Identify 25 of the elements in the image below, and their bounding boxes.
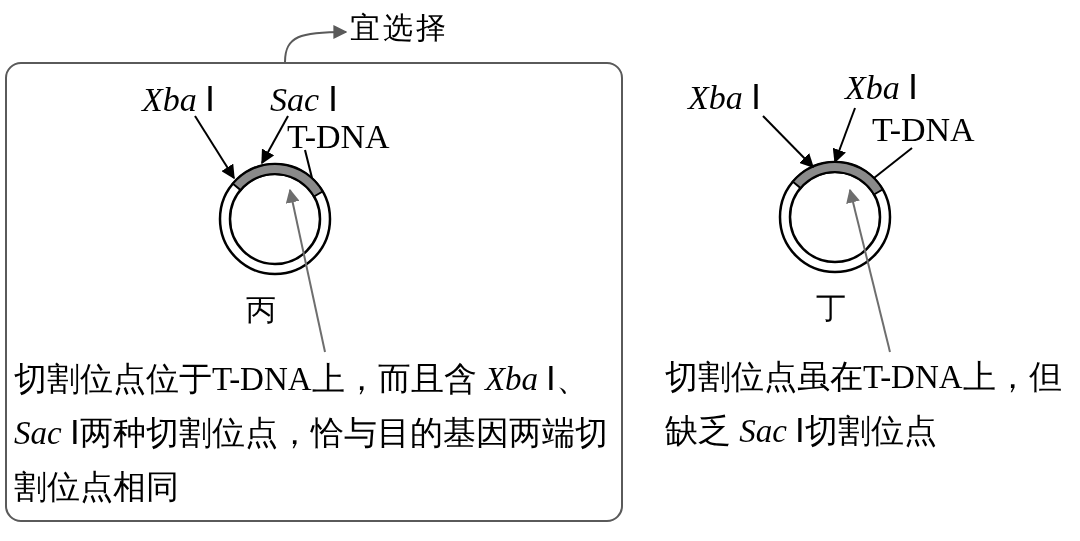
description-text: 切割位点位于T-DNA上，而且含 Xba Ⅰ、Sac Ⅰ两种切割位点，恰与目的基因两端切割位点相同: [14, 352, 618, 517]
panel-box: [5, 62, 623, 522]
t-dna-segment: [791, 160, 887, 197]
site-label: T-DNA: [287, 117, 462, 157]
plasmid-label: 丙: [246, 292, 276, 328]
leader-line: [873, 147, 913, 179]
t-dna-segment: [231, 162, 327, 199]
choice-label: 宜选择: [350, 8, 475, 48]
leader-line: [304, 149, 313, 179]
description-text: 切割位点虽在T-DNA上，但缺乏 Sac Ⅰ切割位点: [665, 350, 1077, 515]
arrow: [284, 25, 348, 63]
arrow: [846, 188, 891, 353]
plasmid-label: 丁: [816, 290, 846, 326]
plasmid-ring: [218, 162, 332, 276]
site-label: T-DNA: [872, 110, 1047, 150]
arrow: [832, 107, 856, 164]
site-label: Xba Ⅰ: [688, 78, 798, 118]
arrow: [762, 115, 814, 168]
arrow: [261, 115, 289, 165]
site-label: Xba Ⅰ: [845, 68, 955, 108]
site-label: Xba Ⅰ: [142, 80, 252, 120]
plasmid-ring: [778, 160, 892, 274]
site-label: Sac Ⅰ: [270, 80, 370, 120]
arrow: [194, 115, 235, 180]
arrow: [285, 188, 326, 353]
